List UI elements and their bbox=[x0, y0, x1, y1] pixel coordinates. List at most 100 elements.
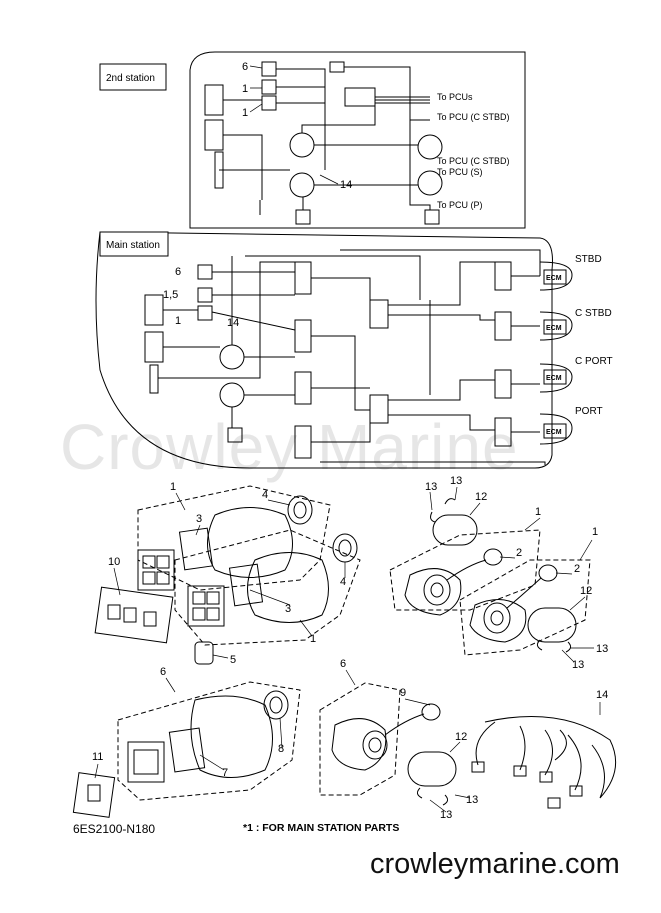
panel-cutout-1 bbox=[207, 507, 293, 578]
label-to-pcu-p: To PCU (P) bbox=[437, 200, 483, 210]
bezel-3-a bbox=[178, 527, 214, 571]
switch-panel-7 bbox=[127, 741, 165, 783]
assembly-6-frame-b bbox=[319, 682, 401, 796]
bezel-3-b bbox=[228, 563, 264, 607]
site-url: crowleymarine.com bbox=[370, 848, 620, 880]
callout-7: 7 bbox=[222, 767, 228, 779]
callout-1-parts-d: 1 bbox=[592, 526, 598, 538]
harness-plug-a bbox=[471, 761, 485, 773]
label-to-pcu-c-stbd-2: To PCU (C STBD) bbox=[437, 156, 510, 166]
callout-1-parts-b: 1 bbox=[310, 633, 316, 645]
switch-box-1-top-b bbox=[261, 95, 277, 111]
key-wire-9 bbox=[384, 713, 425, 736]
assembly-1-frame-c bbox=[389, 529, 541, 611]
harness-plug-c bbox=[539, 771, 553, 783]
panel-cutout-2 bbox=[247, 552, 329, 623]
remote-control-top-c bbox=[417, 134, 443, 160]
display-panel-10 bbox=[94, 586, 174, 644]
second-station-frame bbox=[189, 51, 526, 229]
coupler-top bbox=[329, 61, 345, 73]
callout-12-a: 12 bbox=[475, 491, 487, 503]
callout-13-a: 13 bbox=[425, 481, 437, 493]
assembly-6-frame-a bbox=[117, 681, 301, 801]
callout-13-c: 13 bbox=[596, 643, 608, 655]
engine-label-c-port: C PORT bbox=[575, 356, 613, 367]
harness-plug-d bbox=[569, 785, 583, 797]
callout-6-main: 6 bbox=[175, 266, 181, 278]
plug-top-a bbox=[295, 209, 311, 225]
remote-switch-panel-a bbox=[137, 549, 175, 591]
label-to-pcus: To PCUs bbox=[437, 92, 473, 102]
connector-main-strip bbox=[149, 364, 159, 394]
hub-main-d bbox=[294, 425, 312, 459]
nut-8 bbox=[263, 690, 289, 720]
svg-text:ECM: ECM bbox=[546, 325, 562, 332]
remote-control-main-b bbox=[219, 382, 245, 408]
display-top-b bbox=[204, 119, 224, 151]
wires-top bbox=[219, 66, 431, 215]
callout-9: 9 bbox=[400, 687, 406, 699]
switch-box-15-main-b bbox=[197, 305, 213, 321]
label-to-pcu-c-stbd-1: To PCU (C STBD) bbox=[437, 112, 510, 122]
callout-10: 10 bbox=[108, 556, 120, 568]
harness-14 bbox=[475, 715, 617, 799]
engine-label-c-stbd: C STBD bbox=[575, 308, 612, 319]
engine-label-port: PORT bbox=[575, 406, 603, 417]
cover-12-c bbox=[407, 751, 457, 787]
button-5 bbox=[194, 641, 214, 665]
switch-box-6-top bbox=[261, 61, 277, 77]
callout-2-a: 2 bbox=[516, 547, 522, 559]
svg-text:ECM: ECM bbox=[546, 375, 562, 382]
assembly-1-frame-d bbox=[459, 559, 591, 656]
cover-12-b bbox=[527, 607, 577, 643]
ecm-c-port: ECM bbox=[543, 369, 567, 385]
cap-9 bbox=[421, 703, 441, 721]
callout-8: 8 bbox=[278, 743, 284, 755]
pcu-box-stbd bbox=[494, 261, 512, 291]
panel-11 bbox=[72, 772, 116, 818]
callout-14-parts: 14 bbox=[596, 689, 608, 701]
callout-13-b: 13 bbox=[450, 475, 462, 487]
main-station-label-box bbox=[99, 231, 169, 257]
junction-main-b bbox=[369, 394, 389, 424]
engine-label-stbd: STBD bbox=[575, 254, 602, 265]
remote-switch-panel-b bbox=[187, 585, 225, 627]
ecm-port: ECM bbox=[543, 423, 567, 439]
second-station-label: 2nd station bbox=[106, 73, 155, 84]
plug-main-a bbox=[227, 427, 243, 443]
remote-control-top-a bbox=[289, 132, 315, 158]
key-switch-b bbox=[483, 602, 511, 634]
hub-main-c bbox=[294, 371, 312, 405]
svg-text:ECM: ECM bbox=[546, 275, 562, 282]
assembly-1-frame-b bbox=[174, 529, 361, 646]
main-station-frame bbox=[95, 231, 553, 469]
main-station-label: Main station bbox=[106, 240, 160, 251]
callout-1-top-b: 1 bbox=[242, 107, 248, 119]
callout-14-top: 14 bbox=[340, 179, 352, 191]
panel-cutout-4 bbox=[469, 599, 527, 643]
diagram-code: 6ES2100-N180 bbox=[73, 822, 156, 836]
leader-lines-parts bbox=[94, 486, 601, 813]
key-wires bbox=[446, 559, 542, 609]
bezel-7 bbox=[168, 727, 206, 773]
cover-12-a bbox=[432, 514, 478, 546]
hub-main-b bbox=[294, 319, 312, 353]
callout-4-parts-a: 4 bbox=[262, 489, 268, 501]
pcu-box-port bbox=[494, 417, 512, 447]
svg-text:ECM: ECM bbox=[546, 429, 562, 436]
callout-1-top-a: 1 bbox=[242, 83, 248, 95]
callout-6-top: 6 bbox=[242, 61, 248, 73]
callout-11: 11 bbox=[92, 751, 103, 763]
wires-main bbox=[158, 249, 546, 465]
harness-plug-e bbox=[547, 797, 561, 809]
clip-13-set bbox=[430, 498, 572, 653]
display-main-b bbox=[144, 331, 164, 363]
callout-2-b: 2 bbox=[574, 563, 580, 575]
callout-12-b: 12 bbox=[580, 585, 592, 597]
callout-15-main: 1,5 bbox=[163, 289, 178, 301]
key-switch-a bbox=[423, 574, 451, 606]
callout-13-f: 13 bbox=[440, 809, 452, 821]
pcu-box-c-port bbox=[494, 369, 512, 399]
switch-box-6-main bbox=[197, 264, 213, 280]
